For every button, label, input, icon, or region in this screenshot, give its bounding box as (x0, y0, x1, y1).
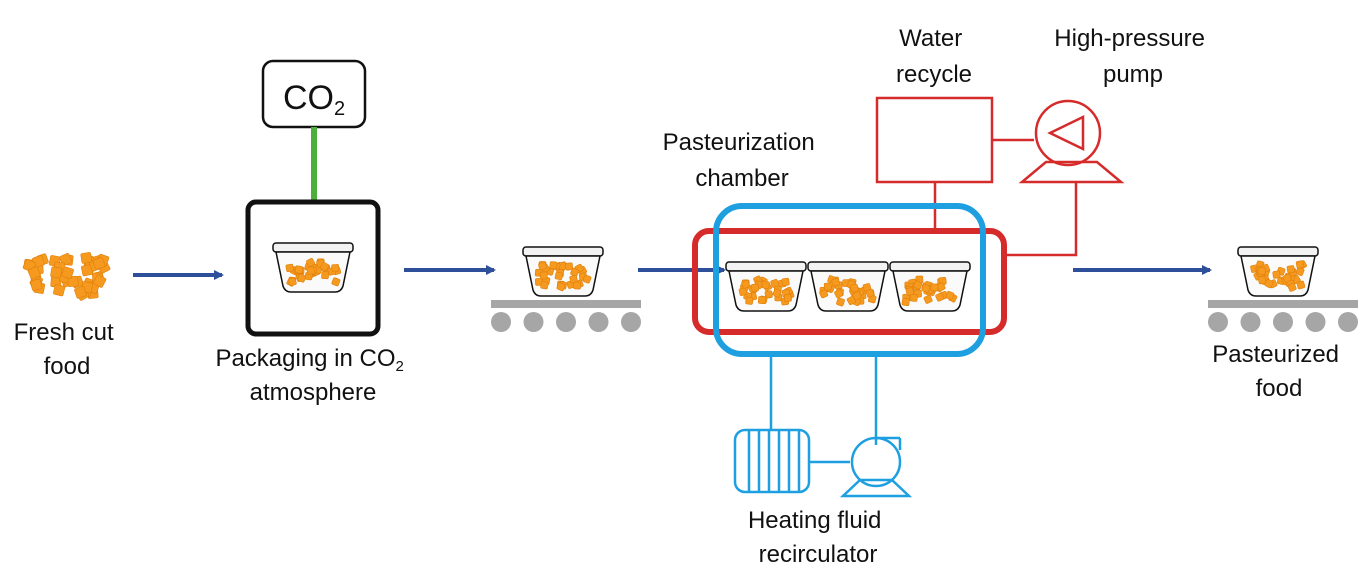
heating-circuit (769, 354, 878, 464)
packaged-container-icon (272, 242, 354, 293)
conveyor-1-icon (491, 300, 641, 332)
packaging-label: Packaging in CO2 atmosphere (215, 345, 410, 406)
water-recycle-tank (875, 96, 994, 184)
pressure-vessel (692, 228, 1007, 335)
chamber-container-2-icon (807, 261, 889, 312)
pasteurization-chamber (713, 203, 986, 357)
high-pressure-pump-icon (1018, 99, 1125, 184)
fresh-food-label: Fresh cut food (14, 319, 121, 380)
pasteurized-food-label: Pasteurized food (1212, 341, 1345, 402)
pasteurization-chamber-label: Pasteurization chamber (663, 129, 822, 192)
chamber-container-1-icon (725, 261, 807, 312)
water-recycle-label: Water recycle (896, 25, 972, 88)
conveyor-2-icon (1208, 300, 1358, 332)
heat-exchanger-icon (733, 428, 811, 494)
high-pressure-pump-label: High-pressure pump (1054, 25, 1211, 88)
heating-recirculator-label: Heating fluid recirculator (748, 507, 888, 568)
conveyor-container-icon (522, 246, 604, 297)
chamber-container-3-icon (889, 261, 971, 312)
pasteurized-container-icon (1237, 246, 1319, 297)
water-circuit (875, 96, 1078, 257)
fresh-food-pile-icon (22, 252, 111, 301)
recirculation-pump-icon (839, 436, 913, 498)
co2-label: CO2 (283, 79, 345, 120)
